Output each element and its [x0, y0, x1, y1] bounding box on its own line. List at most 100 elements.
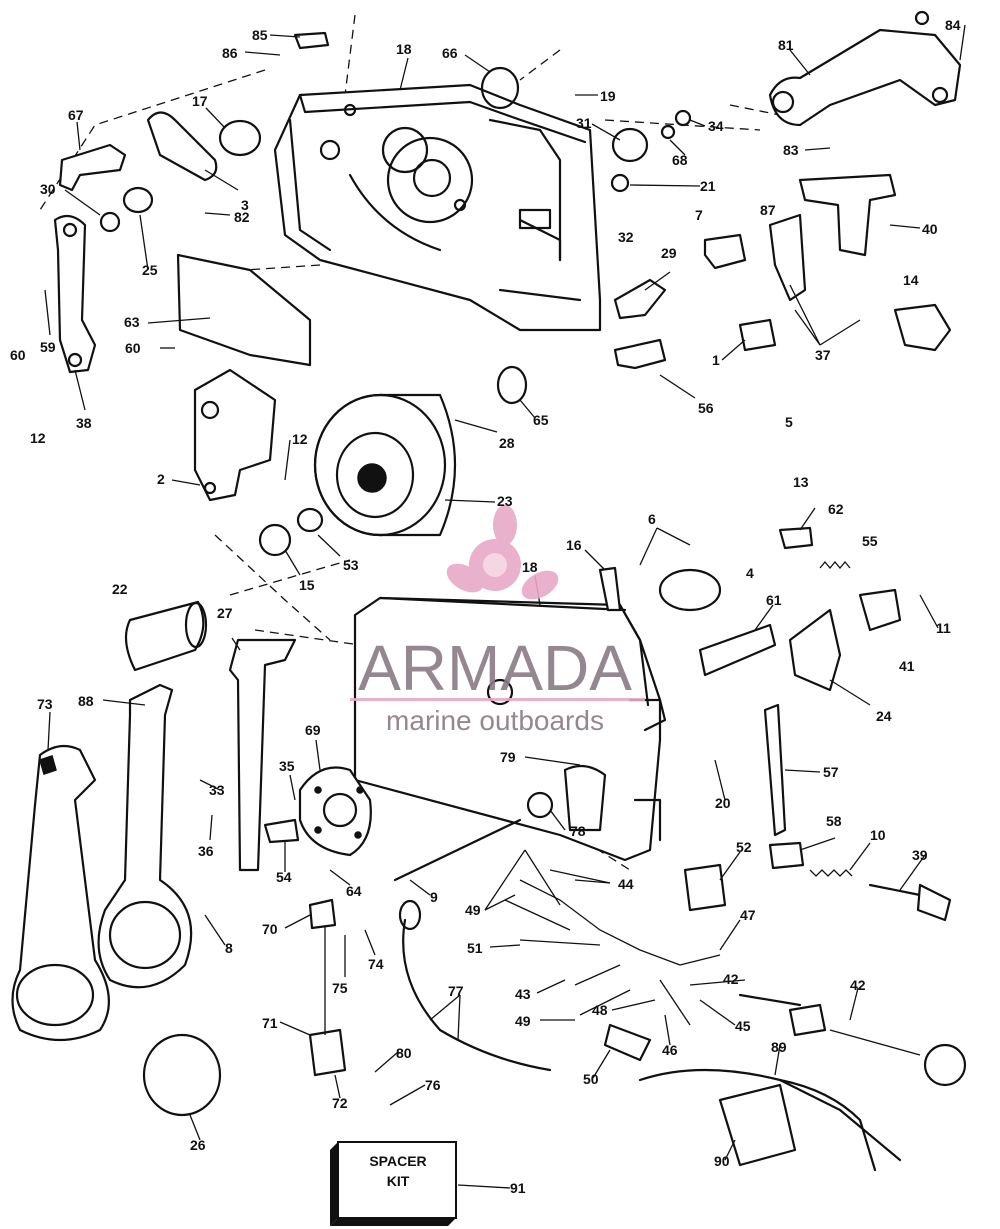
lever-handle-88 — [97, 683, 193, 989]
callout-60-left: 60 — [10, 347, 26, 363]
callout-19: 19 — [600, 88, 616, 104]
callout-74: 74 — [368, 956, 384, 972]
callout-66: 66 — [442, 45, 458, 61]
callout-89: 89 — [771, 1039, 787, 1055]
callout-7: 7 — [695, 207, 703, 223]
callout-83: 83 — [783, 142, 799, 158]
watermark: ARMADA marine outboards — [350, 505, 645, 736]
upper-housing-18 — [273, 83, 602, 332]
spacer-kit-line1: SPACER — [369, 1153, 426, 1169]
callout-39: 39 — [912, 847, 928, 863]
callout-40: 40 — [922, 221, 938, 237]
callout-87: 87 — [760, 202, 776, 218]
callout-21: 21 — [700, 178, 716, 194]
callout-5: 5 — [785, 414, 793, 430]
callout-12-mid: 12 — [292, 431, 308, 447]
minor-parts — [53, 10, 967, 1172]
lever-handle-73 — [11, 744, 110, 1042]
gear-drum-23 — [313, 393, 457, 537]
callout-85: 85 — [252, 27, 268, 43]
callout-1: 1 — [712, 352, 720, 368]
callout-30: 30 — [40, 181, 56, 197]
callout-42-left: 42 — [723, 971, 739, 987]
callout-60-right: 60 — [125, 340, 141, 356]
callout-6: 6 — [648, 511, 656, 527]
watermark-tagline: marine outboards — [386, 705, 604, 736]
callout-24: 24 — [876, 708, 892, 724]
callout-91: 91 — [510, 1180, 526, 1196]
callout-69: 69 — [305, 722, 321, 738]
callout-26: 26 — [190, 1137, 206, 1153]
callout-61: 61 — [766, 592, 782, 608]
callout-28: 28 — [499, 435, 515, 451]
callout-57: 57 — [823, 764, 839, 780]
callout-34: 34 — [708, 118, 724, 134]
callout-78: 78 — [570, 823, 586, 839]
callout-65: 65 — [533, 412, 549, 428]
callout-64: 64 — [346, 883, 362, 899]
callout-41: 41 — [899, 658, 915, 674]
callout-88: 88 — [78, 693, 94, 709]
callout-36: 36 — [198, 843, 214, 859]
callout-90: 90 — [714, 1153, 730, 1169]
callout-72: 72 — [332, 1095, 348, 1111]
callout-62: 62 — [828, 501, 844, 517]
callout-76: 76 — [425, 1077, 441, 1093]
callout-50: 50 — [583, 1071, 599, 1087]
callout-49-upper: 49 — [465, 902, 481, 918]
callout-2: 2 — [157, 471, 165, 487]
callout-68: 68 — [672, 152, 688, 168]
callout-17: 17 — [192, 93, 208, 109]
callout-27: 27 — [217, 605, 233, 621]
callout-55: 55 — [862, 533, 878, 549]
callout-20: 20 — [715, 795, 731, 811]
callout-47: 47 — [740, 907, 756, 923]
callout-58: 58 — [826, 813, 842, 829]
callout-3: 3 — [241, 197, 249, 213]
callout-18-lower: 18 — [522, 559, 538, 575]
callout-49-lower: 49 — [515, 1013, 531, 1029]
callout-35: 35 — [279, 758, 295, 774]
callout-82: 82 — [234, 209, 250, 225]
spacer-kit-box: SPACER KIT — [330, 1141, 457, 1226]
callout-38: 38 — [76, 415, 92, 431]
callout-37: 37 — [815, 347, 831, 363]
callout-79: 79 — [500, 749, 516, 765]
spacer-kit-line2: KIT — [387, 1173, 410, 1189]
callout-14: 14 — [903, 272, 919, 288]
propeller-logo-icon — [446, 505, 559, 600]
callout-labels: 85 86 18 66 19 81 84 17 67 31 34 83 68 2… — [10, 17, 961, 1196]
callout-29: 29 — [661, 245, 677, 261]
callout-53: 53 — [343, 557, 359, 573]
callout-51: 51 — [467, 940, 483, 956]
callout-10: 10 — [870, 827, 886, 843]
callout-75: 75 — [332, 980, 348, 996]
callout-8: 8 — [225, 940, 233, 956]
callout-54: 54 — [276, 869, 292, 885]
callout-48: 48 — [592, 1002, 608, 1018]
callout-52: 52 — [736, 839, 752, 855]
plate-69 — [298, 766, 372, 857]
callout-12-left: 12 — [30, 430, 46, 446]
callout-11: 11 — [936, 620, 951, 636]
callout-84: 84 — [945, 17, 961, 33]
callout-56: 56 — [698, 400, 714, 416]
callout-18-upper: 18 — [396, 41, 412, 57]
callout-73: 73 — [37, 696, 53, 712]
callout-43: 43 — [515, 986, 531, 1002]
callout-16: 16 — [566, 537, 582, 553]
callout-4: 4 — [746, 565, 754, 581]
callout-31: 31 — [576, 115, 592, 131]
watermark-brand: ARMADA — [358, 632, 632, 704]
callout-9: 9 — [430, 889, 438, 905]
callout-86: 86 — [222, 45, 238, 61]
callout-22: 22 — [112, 581, 128, 597]
callout-45: 45 — [735, 1018, 751, 1034]
callout-23: 23 — [497, 493, 513, 509]
callout-32: 32 — [618, 229, 634, 245]
callout-33: 33 — [209, 782, 225, 798]
callout-25: 25 — [142, 262, 158, 278]
callout-13: 13 — [793, 474, 809, 490]
callout-63: 63 — [124, 314, 140, 330]
